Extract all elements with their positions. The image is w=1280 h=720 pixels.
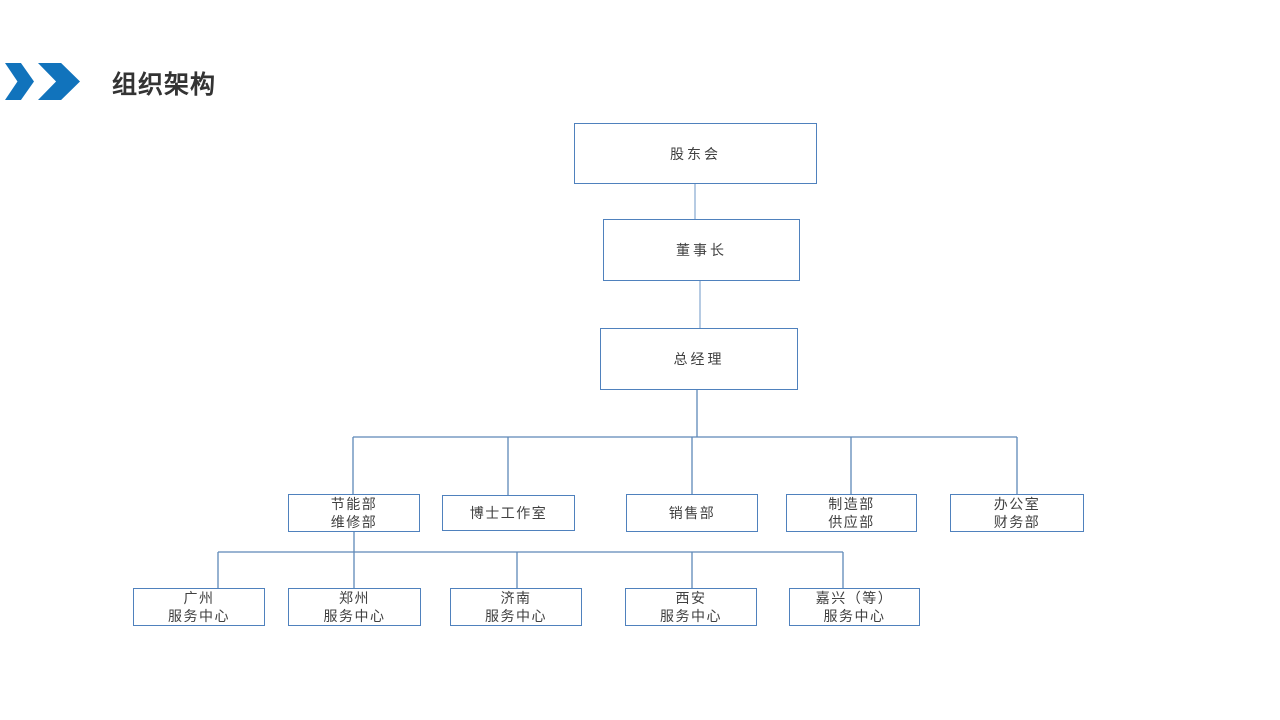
org-node-label: 维修部 (330, 514, 378, 530)
org-node-label: 股东会 (670, 145, 721, 162)
org-node-label: 销售部 (668, 505, 716, 521)
org-node-label: 西安 (675, 590, 707, 606)
chevron-right-icon (38, 63, 80, 100)
org-node-xian-service-center: 西安 服务中心 (625, 588, 757, 626)
org-node-label: 总经理 (673, 351, 725, 367)
org-node-shareholders: 股东会 (574, 123, 817, 184)
org-node-zhengzhou-service-center: 郑州 服务中心 (288, 588, 421, 626)
connector-dept-service-centers (217, 532, 844, 588)
org-node-label: 服务中心 (323, 608, 386, 624)
org-node-manufacture-supply-dept: 制造部 供应部 (786, 494, 917, 532)
connector-gm-depts (352, 390, 1018, 495)
org-node-jinan-service-center: 济南 服务中心 (450, 588, 582, 626)
org-node-label: 济南 (500, 590, 532, 606)
org-node-label: 财务部 (993, 514, 1041, 530)
org-node-label: 服务中心 (660, 608, 722, 624)
org-node-label: 节能部 (330, 496, 378, 512)
org-node-label: 嘉兴（等） (815, 590, 894, 606)
org-node-chairman: 董事长 (603, 219, 800, 281)
org-node-label: 供应部 (828, 514, 875, 530)
org-node-label: 广州 (183, 590, 215, 606)
org-node-label: 办公室 (993, 496, 1041, 512)
org-node-doctor-studio: 博士工作室 (442, 495, 575, 531)
org-node-office-finance-dept: 办公室 财务部 (950, 494, 1084, 532)
org-node-sales-dept: 销售部 (626, 494, 758, 532)
org-node-label: 郑州 (339, 590, 370, 606)
org-node-energy-maintenance-dept: 节能部 维修部 (288, 494, 420, 532)
org-node-label: 服务中心 (823, 608, 886, 624)
org-node-guangzhou-service-center: 广州 服务中心 (133, 588, 265, 626)
org-node-jiaxing-service-center: 嘉兴（等） 服务中心 (789, 588, 920, 626)
org-node-label: 服务中心 (485, 608, 547, 624)
chevron-right-icon (5, 63, 34, 100)
org-node-label: 服务中心 (168, 608, 230, 624)
org-node-label: 董事长 (676, 242, 727, 258)
page-title: 组织架构 (112, 71, 217, 99)
org-node-label: 博士工作室 (469, 505, 548, 521)
org-node-label: 制造部 (828, 496, 875, 512)
org-node-general-manager: 总经理 (600, 328, 798, 390)
